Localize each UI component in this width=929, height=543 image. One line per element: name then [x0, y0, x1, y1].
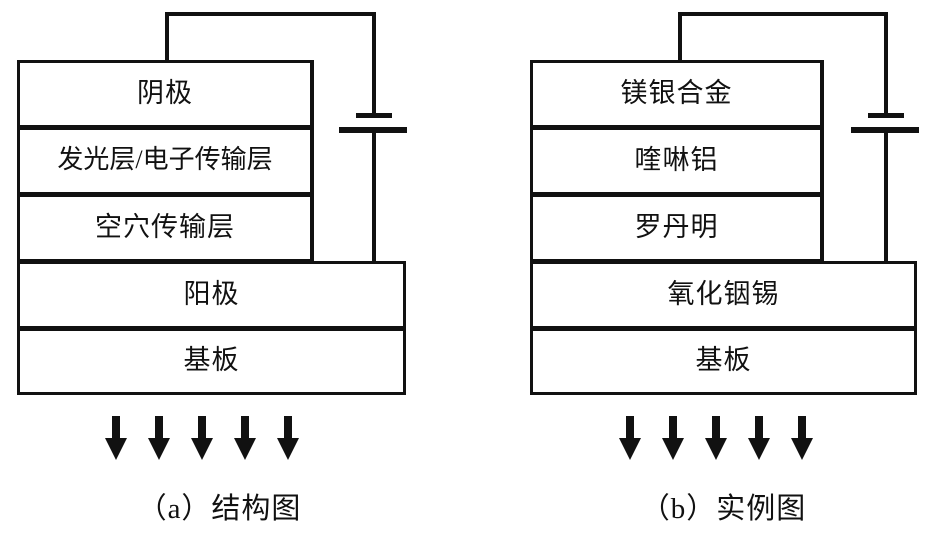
layer-substrate-label: 基板: [183, 345, 240, 375]
light-emission-arrow: [619, 416, 641, 460]
light-emission-arrow: [662, 416, 684, 460]
layer-cathode: 阴极: [17, 60, 313, 128]
arrow-shaft: [712, 416, 720, 440]
top-circuit-wire: [165, 12, 376, 16]
layer-hole-transport-label: 空穴传输层: [95, 211, 235, 242]
layer-cathode-label: 阴极: [137, 77, 193, 108]
arrow-shaft: [198, 416, 206, 440]
arrow-head: [234, 438, 256, 460]
battery-short-plate: [356, 113, 392, 118]
arrow-head: [791, 438, 813, 460]
layer-cathode: 镁银合金: [530, 60, 823, 128]
cathode-lead-wire: [165, 12, 169, 62]
layer-emissive-electron-label: 发光层/电子传输层: [57, 145, 273, 174]
layer-substrate: 基板: [17, 328, 406, 395]
layer-anode: 阳极: [17, 261, 406, 329]
battery-lower-lead: [372, 130, 376, 263]
layer-hole-transport: 空穴传输层: [17, 194, 313, 262]
light-emission-arrow: [748, 416, 770, 460]
layer-emissive-electron: 喹啉铝: [530, 127, 823, 195]
arrow-head: [148, 438, 170, 460]
layer-cathode-label: 镁银合金: [620, 77, 733, 108]
layer-emissive-electron-label: 喹啉铝: [634, 144, 719, 175]
light-emission-arrow: [234, 416, 256, 460]
light-emission-arrow: [191, 416, 213, 460]
light-emission-arrow: [105, 416, 127, 460]
light-emission-arrow: [791, 416, 813, 460]
arrow-head: [191, 438, 213, 460]
battery-short-plate: [868, 113, 904, 118]
battery-lower-lead: [884, 130, 888, 263]
panel-caption-a: （a）结构图: [137, 493, 302, 525]
battery-upper-lead: [372, 12, 376, 116]
layer-substrate-label: 基板: [695, 345, 752, 375]
arrow-head: [277, 438, 299, 460]
arrow-head: [705, 438, 727, 460]
arrow-head: [105, 438, 127, 460]
arrow-shaft: [155, 416, 163, 440]
layer-substrate: 基板: [530, 328, 917, 395]
layer-hole-transport: 罗丹明: [530, 194, 823, 262]
arrow-shaft: [112, 416, 120, 440]
light-emission-arrow: [277, 416, 299, 460]
top-circuit-wire: [678, 12, 888, 16]
cathode-lead-wire: [678, 12, 682, 62]
light-emission-arrow: [705, 416, 727, 460]
light-emission-arrow: [148, 416, 170, 460]
arrow-head: [619, 438, 641, 460]
layer-anode: 氧化铟锡: [530, 261, 917, 329]
arrow-shaft: [798, 416, 806, 440]
arrow-head: [748, 438, 770, 460]
layer-anode-label: 氧化铟锡: [667, 278, 780, 309]
layer-anode-label: 阳极: [183, 278, 240, 309]
layer-hole-transport-label: 罗丹明: [634, 211, 719, 242]
battery-upper-lead: [884, 12, 888, 116]
arrow-shaft: [755, 416, 763, 440]
panel-caption-b: （b）实例图: [640, 493, 807, 525]
arrow-shaft: [241, 416, 249, 440]
layer-emissive-electron: 发光层/电子传输层: [17, 127, 313, 195]
panel-structure-diagram: 阴极 发光层/电子传输层 空穴传输层 阳极 基板: [17, 12, 407, 525]
arrow-shaft: [626, 416, 634, 440]
arrow-shaft: [669, 416, 677, 440]
panel-example-diagram: 镁银合金 喹啉铝 罗丹明 氧化铟锡 基板: [464, 0, 929, 543]
arrow-head: [662, 438, 684, 460]
arrow-shaft: [284, 416, 292, 440]
